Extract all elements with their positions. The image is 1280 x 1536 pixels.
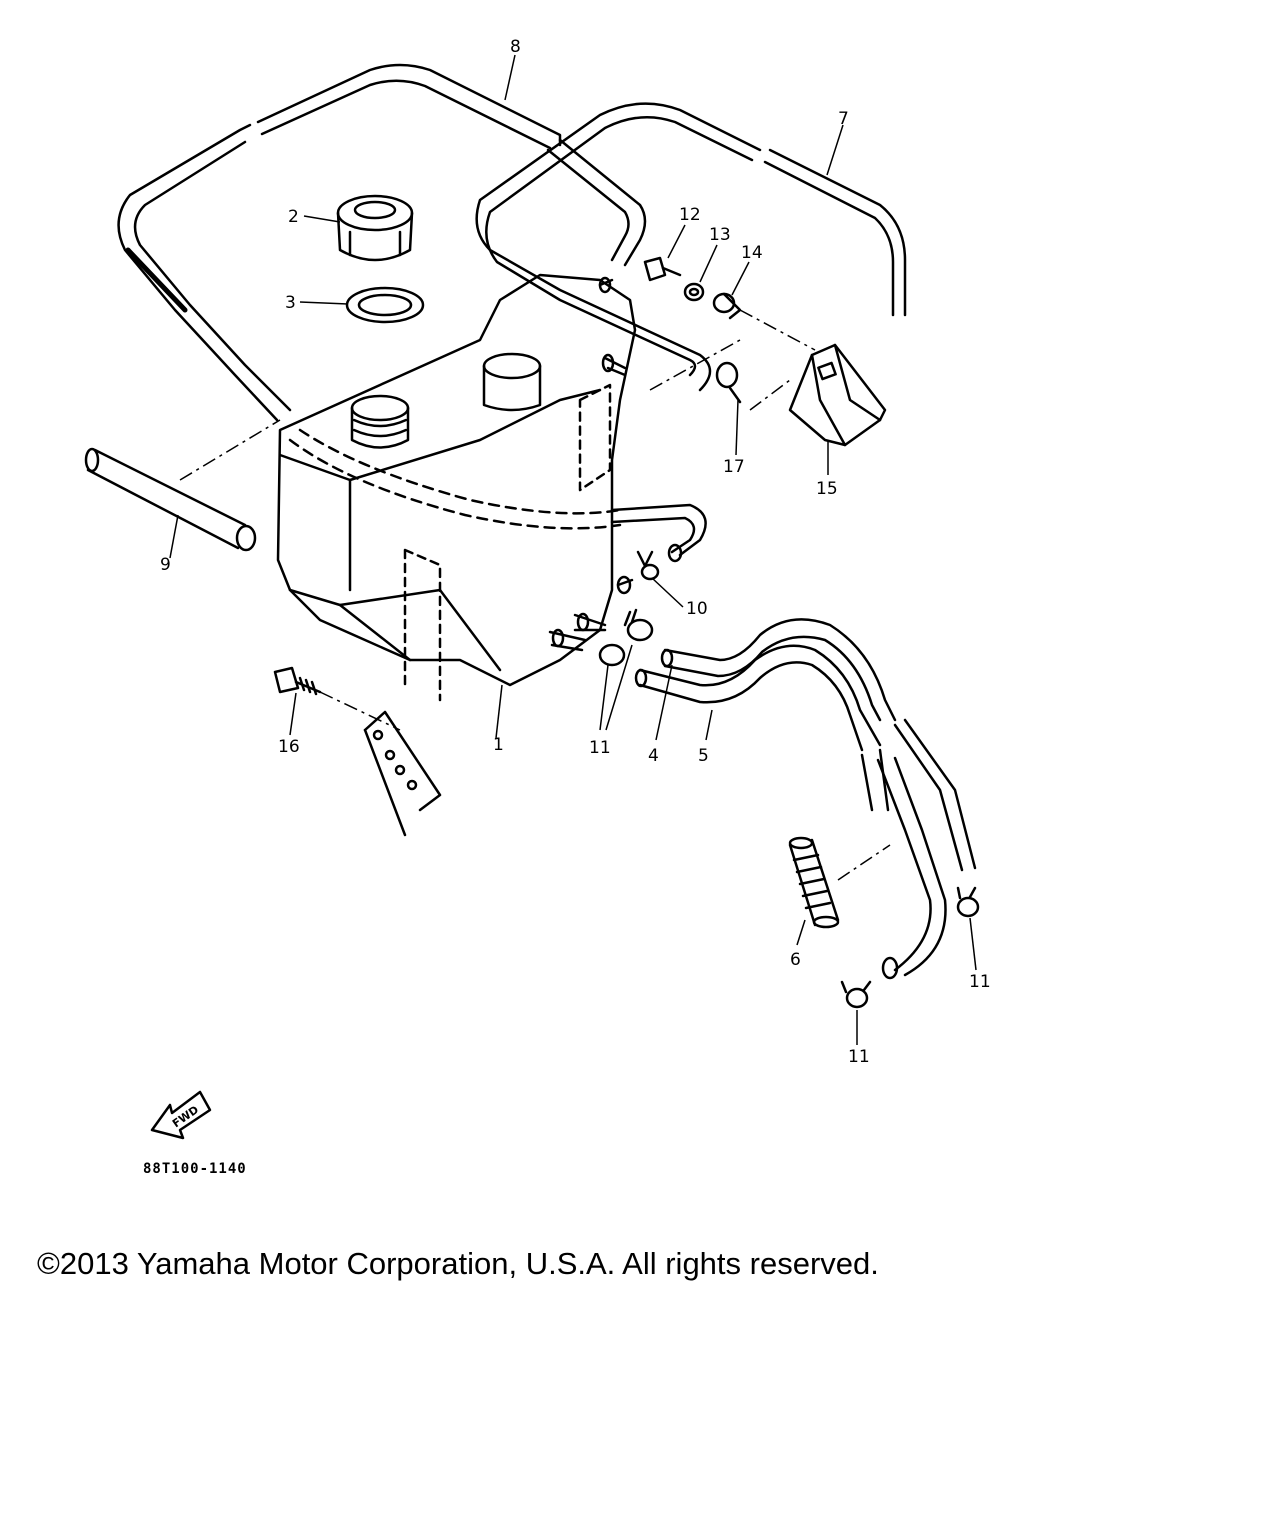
callout-1: 1 [493, 735, 504, 755]
bracket [788, 343, 887, 447]
hose-9 [84, 447, 257, 552]
tank-outlet-hose [610, 503, 707, 557]
mount-dashed [578, 383, 612, 492]
clamp-10 [636, 550, 660, 581]
callout-11-a: 11 [589, 738, 611, 758]
spring-guard [788, 836, 840, 929]
hose-7 [475, 102, 907, 392]
internal-hose-path [298, 428, 622, 515]
internal-hose-path-2 [288, 438, 622, 530]
callout-12: 12 [679, 205, 701, 225]
copyright-notice: ©2013 Yamaha Motor Corporation, U.S.A. A… [37, 1246, 879, 1281]
callout-4: 4 [648, 746, 659, 766]
bolt-17 [715, 361, 742, 404]
guide-lines [179, 309, 891, 881]
clamp-11-b [956, 886, 980, 918]
callout-10: 10 [686, 599, 708, 619]
bolt-16 [273, 666, 322, 696]
callout-17: 17 [723, 457, 745, 477]
callout-11-b: 11 [969, 972, 991, 992]
callout-3: 3 [285, 293, 296, 313]
callout-14: 14 [741, 243, 763, 263]
diagram-part-number: 88T100-1140 [143, 1161, 247, 1177]
hose-5 [634, 644, 882, 752]
callout-2: 2 [288, 207, 299, 227]
callout-6: 6 [790, 950, 801, 970]
leader-lines [169, 54, 977, 1045]
clamp-11-a [598, 608, 654, 667]
frame-member [363, 710, 442, 837]
tank-cap [336, 194, 414, 262]
clamp-11-c [840, 980, 872, 1009]
washer-13 [683, 282, 705, 302]
hose-4 [660, 618, 897, 722]
fwd-arrow: FWD [150, 1090, 212, 1140]
callout-5: 5 [698, 746, 709, 766]
cap-gasket [345, 286, 425, 324]
callout-11-c: 11 [848, 1047, 870, 1067]
bolt-12 [643, 256, 682, 282]
callout-16: 16 [278, 737, 300, 757]
collar-14 [712, 292, 742, 320]
callout-7: 7 [838, 109, 849, 129]
parts-diagram: FWD 88T100-1140 1 2 3 4 5 6 7 8 9 10 11 … [84, 37, 991, 1177]
callout-9: 9 [160, 555, 171, 575]
oil-tank [276, 273, 637, 687]
callout-8: 8 [510, 37, 521, 57]
callout-15: 15 [816, 479, 838, 499]
mount-dashed-2 [403, 548, 442, 702]
callout-13: 13 [709, 225, 731, 245]
hose-8 [117, 63, 647, 422]
